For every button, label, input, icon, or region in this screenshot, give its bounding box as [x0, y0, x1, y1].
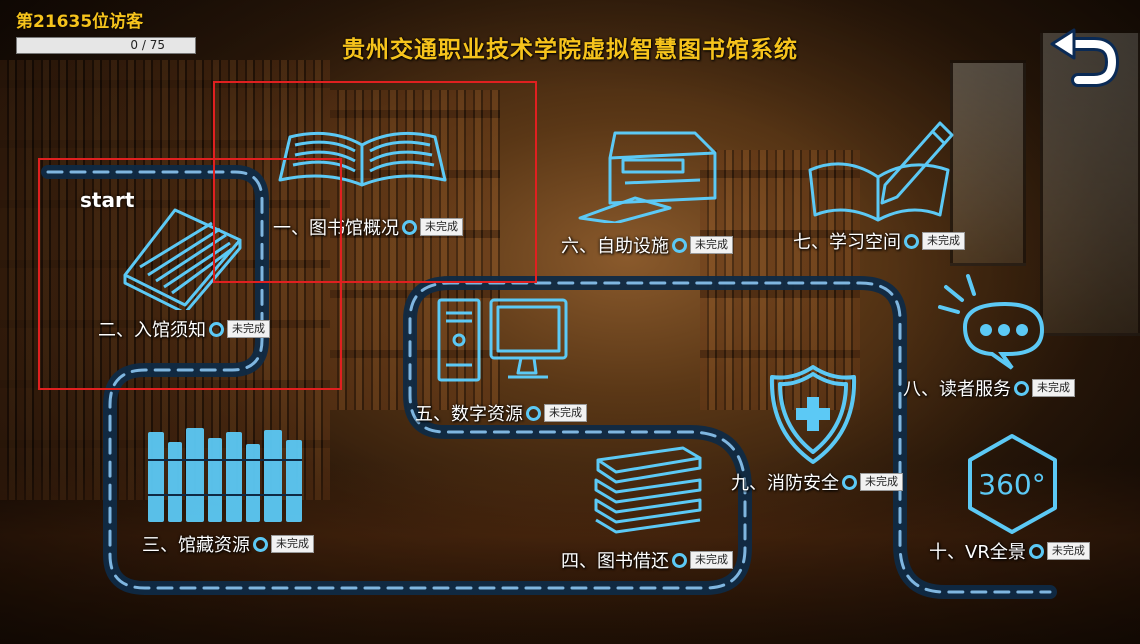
book-stack-icon[interactable]	[588, 440, 708, 540]
station-study[interactable]: 七、学习空间 未完成	[793, 228, 965, 254]
status-badge: 未完成	[690, 236, 733, 254]
book-pencil-icon[interactable]	[800, 115, 955, 230]
station-label: 十、VR全景	[929, 542, 1026, 563]
status-ring-icon	[1014, 380, 1029, 396]
station-service[interactable]: 八、读者服务 未完成	[903, 375, 1075, 401]
closed-book-icon[interactable]	[120, 205, 245, 310]
status-ring-icon	[1028, 543, 1044, 559]
vr-360-text: 360°	[978, 468, 1045, 501]
progress-text: 0 / 75	[130, 38, 165, 52]
highlight-box-overview	[213, 81, 537, 283]
station-label: 四、图书借还	[561, 551, 669, 572]
computer-icon[interactable]	[436, 295, 571, 385]
status-badge: 未完成	[420, 218, 463, 236]
status-badge: 未完成	[1046, 542, 1090, 560]
station-vr[interactable]: 十、VR全景 未完成	[929, 538, 1090, 564]
open-book-icon[interactable]	[275, 125, 450, 190]
return-arrow-icon	[1050, 28, 1120, 87]
progress-bar: 0 / 75	[16, 37, 196, 54]
station-label: 一、图书馆概况	[273, 218, 399, 239]
back-button[interactable]	[1048, 26, 1120, 88]
status-ring-icon	[253, 536, 268, 552]
station-digital[interactable]: 五、数字资源 未完成	[415, 400, 587, 426]
station-collection[interactable]: 三、馆藏资源 未完成	[142, 531, 314, 557]
page-title: 贵州交通职业技术学院虚拟智慧图书馆系统	[342, 37, 798, 63]
station-label: 三、馆藏资源	[142, 535, 250, 556]
station-label: 七、学习空间	[793, 232, 901, 253]
status-badge: 未完成	[922, 232, 965, 250]
status-ring-icon	[209, 321, 224, 337]
station-label: 八、读者服务	[903, 379, 1011, 400]
status-ring-icon	[904, 233, 919, 249]
status-badge: 未完成	[860, 473, 903, 491]
status-ring-icon	[526, 405, 541, 421]
status-badge: 未完成	[690, 551, 733, 569]
status-badge: 未完成	[271, 535, 314, 553]
station-label: 五、数字资源	[415, 404, 523, 425]
chat-bubble-icon[interactable]	[930, 272, 1050, 372]
highlight-box-rules	[38, 158, 342, 390]
station-borrow[interactable]: 四、图书借还 未完成	[561, 547, 733, 573]
vr-360-icon[interactable]: 360°	[965, 432, 1060, 537]
station-overview[interactable]: 一、图书馆概况 未完成	[273, 214, 463, 240]
station-label: 六、自助设施	[561, 236, 669, 257]
station-safety[interactable]: 九、消防安全 未完成	[731, 469, 903, 495]
status-ring-icon	[672, 237, 687, 253]
station-label: 九、消防安全	[731, 473, 839, 494]
status-ring-icon	[672, 552, 687, 568]
printer-icon[interactable]	[575, 128, 725, 223]
status-ring-icon	[402, 219, 417, 235]
status-ring-icon	[842, 474, 857, 490]
status-badge: 未完成	[544, 404, 587, 422]
station-selfservice[interactable]: 六、自助设施 未完成	[561, 232, 733, 258]
status-badge: 未完成	[1032, 379, 1075, 397]
bookshelf-icon[interactable]	[140, 420, 315, 525]
shield-icon[interactable]	[768, 362, 858, 467]
station-rules[interactable]: 二、入馆须知 未完成	[98, 316, 270, 342]
status-badge: 未完成	[227, 320, 270, 338]
visitor-counter: 第21635位访客	[16, 12, 144, 32]
start-label: start	[80, 188, 135, 212]
station-label: 二、入馆须知	[98, 320, 206, 341]
